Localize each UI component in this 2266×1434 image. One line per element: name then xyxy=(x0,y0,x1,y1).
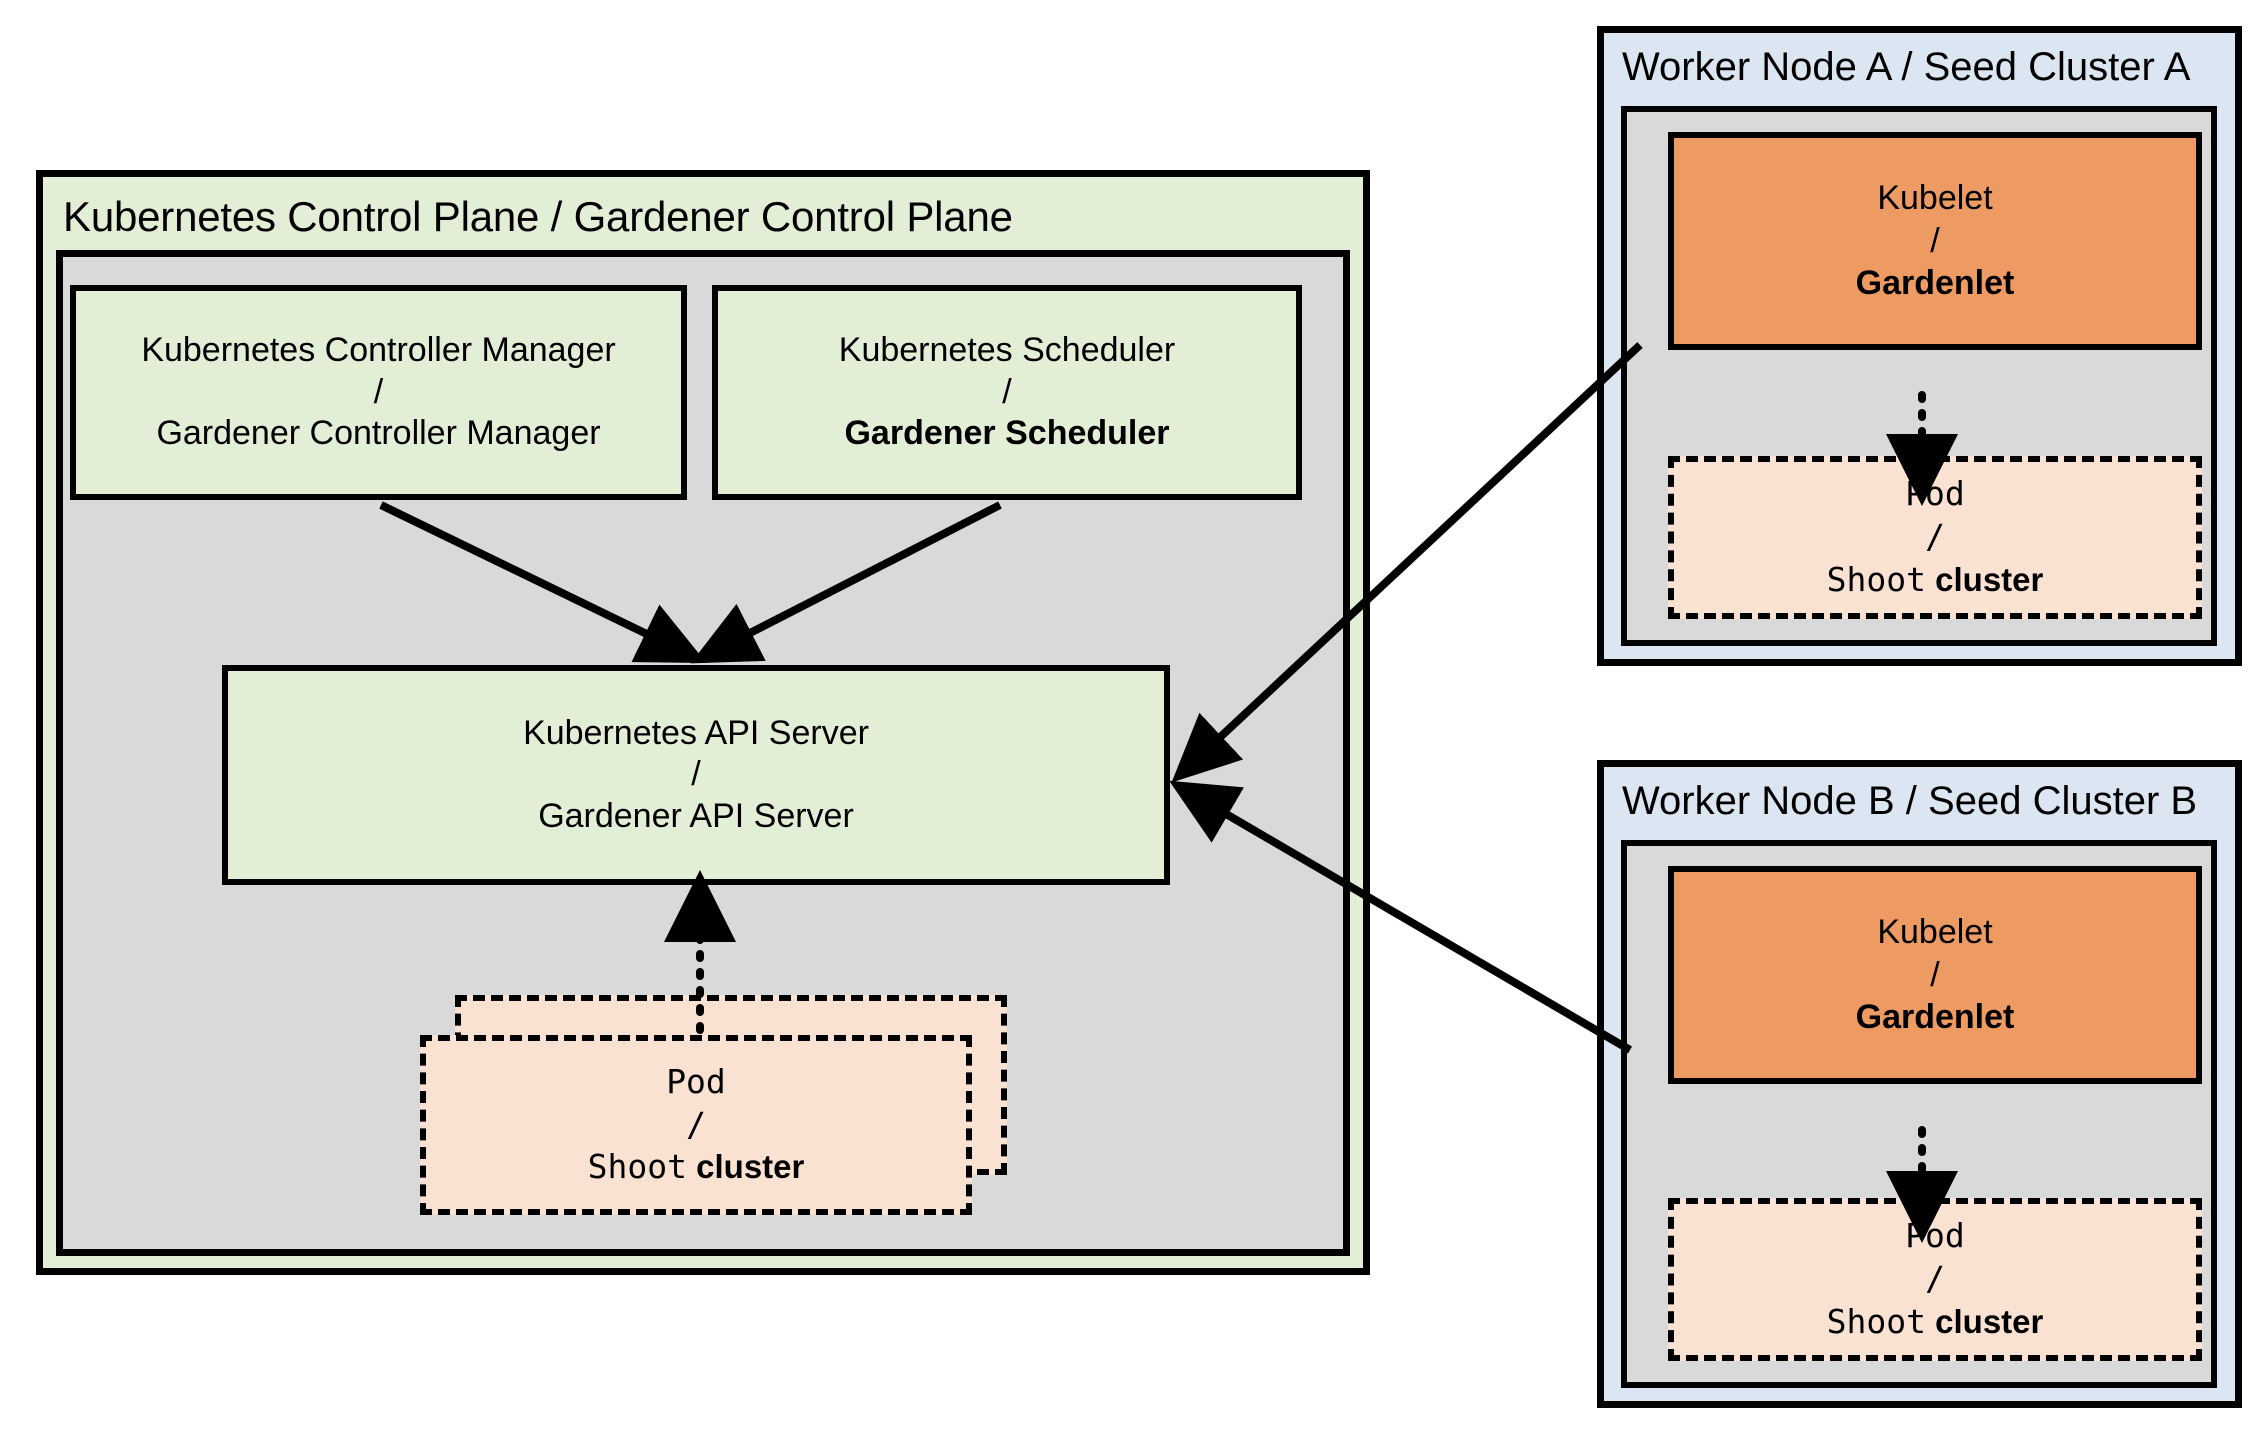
controller-manager-line1: Kubernetes Controller Manager xyxy=(141,331,616,370)
seed-b-pod-line2: Shoot cluster xyxy=(1827,1301,2044,1344)
seed-cluster-a-title: Worker Node A / Seed Cluster A xyxy=(1622,45,2191,89)
gardenlet-a-line1: Kubelet xyxy=(1877,179,1993,218)
api-server-line1: Kubernetes API Server xyxy=(523,713,869,752)
gardenlet-b-line1: Kubelet xyxy=(1877,913,1993,952)
controller-manager-line2: Gardener Controller Manager xyxy=(156,414,601,453)
api-server-separator: / xyxy=(691,755,701,794)
seed-b-pod-line1: Pod xyxy=(1905,1216,1965,1256)
gardenlet-b-line2: Gardenlet xyxy=(1855,998,2015,1037)
scheduler-line2: Gardener Scheduler xyxy=(844,414,1170,453)
seed-b-pod: Pod / Shoot cluster xyxy=(1668,1198,2202,1361)
seed-b-pod-cluster: cluster xyxy=(1925,1302,2044,1340)
controller-manager-box: Kubernetes Controller Manager / Gardener… xyxy=(70,285,687,500)
scheduler-box: Kubernetes Scheduler / Gardener Schedule… xyxy=(712,285,1302,500)
seed-a-pod-cluster: cluster xyxy=(1925,560,2044,598)
seed-a-pod-line2: Shoot cluster xyxy=(1827,559,2044,602)
control-plane-title: Kubernetes Control Plane / Gardener Cont… xyxy=(63,193,1013,240)
seed-b-pod-separator: / xyxy=(1925,1259,1945,1299)
scheduler-line1: Kubernetes Scheduler xyxy=(838,331,1176,370)
api-server-line2: Gardener API Server xyxy=(538,796,854,835)
control-plane-pod: Pod / Shoot cluster xyxy=(420,1035,972,1215)
gardenlet-a-box: Kubelet / Gardenlet xyxy=(1668,132,2202,350)
api-server-box: Kubernetes API Server / Gardener API Ser… xyxy=(222,665,1170,885)
seed-cluster-a-inner-area: Kubelet / Gardenlet Pod / Shoot cluster xyxy=(1621,106,2217,646)
control-plane-pod-separator: / xyxy=(686,1104,706,1144)
seed-cluster-b-title: Worker Node B / Seed Cluster B xyxy=(1622,779,2198,823)
gardenlet-a-line2: Gardenlet xyxy=(1855,264,2015,303)
control-plane-pod-line1: Pod xyxy=(666,1061,726,1101)
control-plane-pod-line2: Shoot cluster xyxy=(588,1146,805,1189)
seed-cluster-b-panel: Worker Node B / Seed Cluster B Kubelet /… xyxy=(1597,760,2242,1408)
gardenlet-a-separator: / xyxy=(1930,221,1940,260)
seed-a-pod-shoot: Shoot xyxy=(1826,559,1926,599)
seed-a-pod-line1: Pod xyxy=(1905,474,1965,514)
control-plane-pod-shoot: Shoot xyxy=(587,1147,687,1187)
seed-cluster-a-panel: Worker Node A / Seed Cluster A Kubelet /… xyxy=(1597,26,2242,666)
control-plane-pod-cluster: cluster xyxy=(686,1148,805,1186)
seed-b-pod-shoot: Shoot xyxy=(1826,1301,1926,1341)
gardenlet-b-box: Kubelet / Gardenlet xyxy=(1668,866,2202,1084)
seed-a-pod: Pod / Shoot cluster xyxy=(1668,456,2202,619)
seed-cluster-b-inner-area: Kubelet / Gardenlet Pod / Shoot cluster xyxy=(1621,840,2217,1388)
seed-a-pod-separator: / xyxy=(1925,517,1945,557)
scheduler-separator: / xyxy=(1002,372,1012,411)
gardenlet-b-separator: / xyxy=(1930,955,1940,994)
controller-manager-separator: / xyxy=(373,372,384,411)
